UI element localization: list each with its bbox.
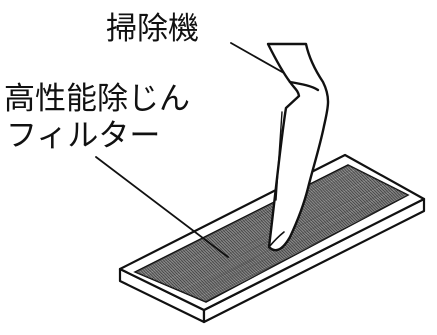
filter-pleat-line xyxy=(197,191,408,300)
vacuum-label: 掃除機 xyxy=(106,11,199,47)
filter-pleat-line xyxy=(146,169,360,278)
filter-pleat-line xyxy=(191,188,405,297)
filter-pleat-line xyxy=(160,175,375,284)
filter-pleat-line xyxy=(154,172,368,281)
filter-pleat-line xyxy=(136,165,350,274)
nozzle-tip xyxy=(268,231,285,248)
filter-pleat-line xyxy=(147,170,362,278)
filter-pleat-line xyxy=(188,187,402,295)
filter-label-line2: フィルター xyxy=(6,118,161,154)
filter-pleat-line xyxy=(139,166,354,275)
filter-pleat-line xyxy=(162,176,376,285)
filter-pleat-line xyxy=(142,167,357,276)
nozzle-body xyxy=(266,42,330,252)
filter-pleat-line xyxy=(141,167,355,276)
filter-pleat-line xyxy=(150,171,365,280)
nozzle-edge-highlight xyxy=(275,111,283,201)
filter-pleat-line xyxy=(152,172,367,280)
filter-pleat-line xyxy=(189,187,404,296)
filter-pleat-line xyxy=(186,186,400,295)
filter-pleat-line xyxy=(157,174,371,282)
filter-pleat-line xyxy=(192,189,407,297)
filter-pleat-line xyxy=(155,173,370,282)
filter-pleat-line xyxy=(196,190,408,299)
leader-line-vacuum xyxy=(230,42,292,78)
filter-pleat-line xyxy=(137,165,352,274)
filter-pleat-line xyxy=(194,189,408,298)
leader-lines xyxy=(95,42,292,258)
vacuum-nozzle-icon xyxy=(266,42,330,252)
leader-line-filter xyxy=(95,156,229,258)
filter-pleat-line xyxy=(199,191,408,300)
filter-pleat-line xyxy=(144,168,358,277)
filter-pleat-line xyxy=(184,185,399,294)
filter-pleat-line xyxy=(149,170,363,279)
filter-label-line1: 高性能除じん xyxy=(4,81,190,117)
filter-pleat-line xyxy=(158,174,373,283)
nozzle-crease xyxy=(288,80,320,92)
